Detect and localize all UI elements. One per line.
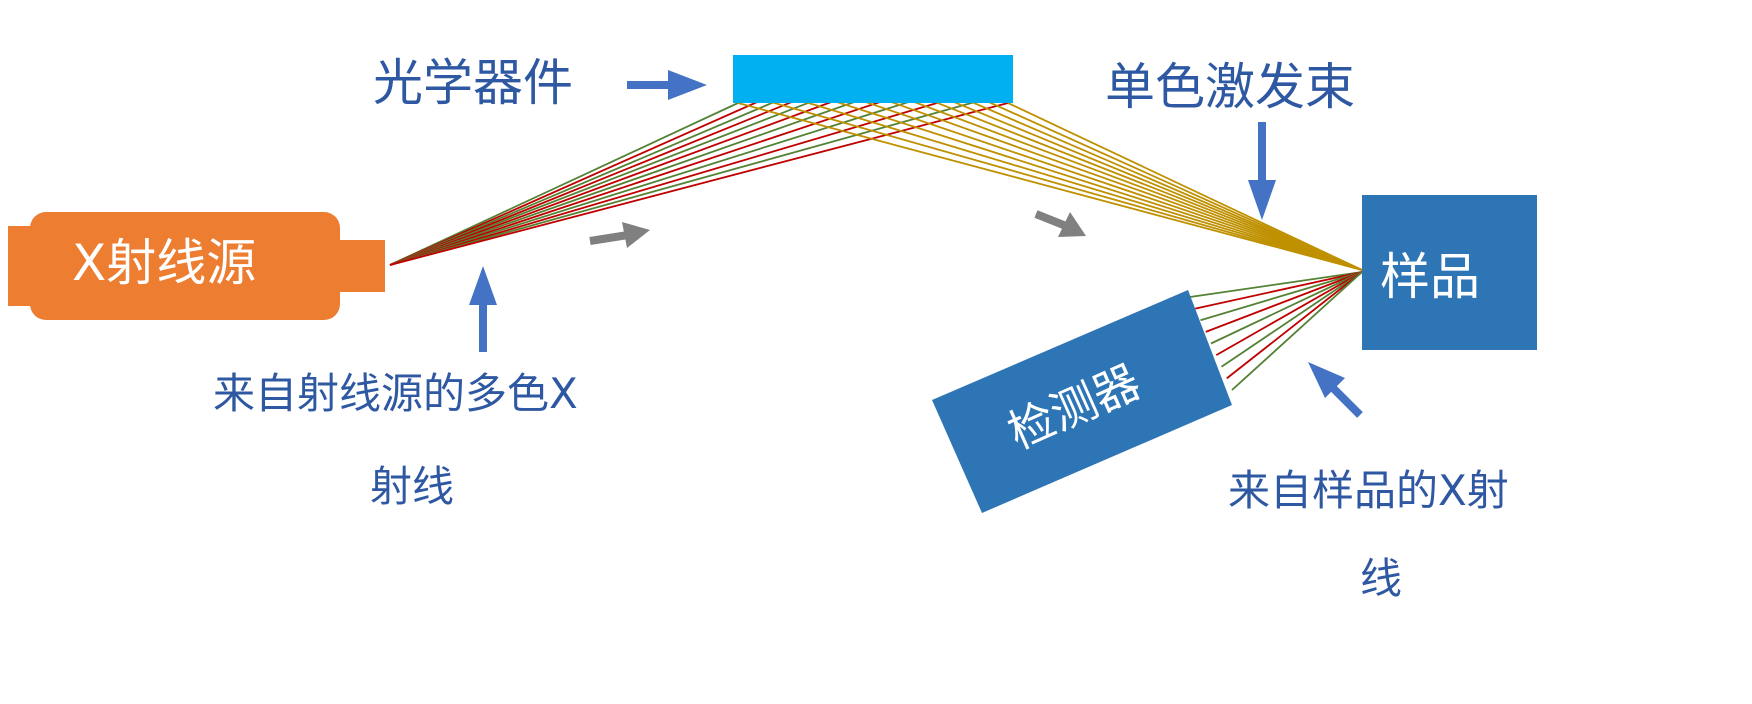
ray bbox=[389, 95, 960, 266]
ray bbox=[389, 95, 788, 266]
optics-label: 光学器件 bbox=[373, 54, 573, 112]
sample-box bbox=[1362, 195, 1537, 350]
ray bbox=[983, 98, 1363, 271]
arrow-up-poly-icon bbox=[469, 266, 497, 352]
monochromatic-rays bbox=[737, 90, 1363, 271]
ray bbox=[1007, 102, 1363, 271]
ray bbox=[835, 91, 1363, 271]
source-label: X射线源 bbox=[72, 234, 257, 292]
ray bbox=[1226, 271, 1363, 380]
sample-x-label-cont: 线 bbox=[1360, 554, 1403, 603]
ray bbox=[786, 95, 1363, 271]
ray bbox=[1189, 271, 1363, 298]
mono-beam-label: 单色激发束 bbox=[1105, 58, 1355, 116]
ray bbox=[909, 91, 1363, 271]
ray bbox=[389, 91, 911, 266]
beam-direction-arrow-icon bbox=[589, 222, 650, 248]
ray bbox=[1205, 271, 1363, 333]
ray bbox=[389, 93, 812, 266]
ray bbox=[958, 95, 1363, 271]
ray bbox=[1220, 271, 1363, 368]
ray bbox=[1200, 271, 1363, 322]
ray bbox=[389, 102, 1009, 266]
ray bbox=[1215, 271, 1363, 356]
ray bbox=[884, 90, 1363, 271]
arrow-to-optic-icon bbox=[627, 70, 707, 100]
poly-x-label: 来自射线源的多色X bbox=[213, 369, 578, 418]
ray bbox=[762, 98, 1363, 271]
arrow-down-mono-icon bbox=[1248, 122, 1276, 220]
polychromatic-rays bbox=[389, 90, 1009, 266]
ray bbox=[1195, 271, 1363, 310]
ray bbox=[934, 93, 1363, 271]
xray-source bbox=[8, 212, 385, 320]
ray bbox=[389, 91, 837, 266]
arrow-up-sample-icon bbox=[1308, 362, 1363, 418]
sample-label: 样品 bbox=[1380, 248, 1480, 306]
ray bbox=[1210, 271, 1363, 345]
ray bbox=[389, 102, 739, 266]
ray bbox=[389, 98, 763, 266]
ray bbox=[1231, 271, 1363, 391]
sample-x-label: 来自样品的X射 bbox=[1228, 466, 1509, 515]
ray bbox=[737, 102, 1363, 271]
beam-direction-arrow-icon bbox=[1034, 210, 1086, 237]
poly-x-label-cont: 射线 bbox=[370, 462, 455, 511]
detector-box bbox=[932, 290, 1232, 513]
ray bbox=[389, 93, 935, 266]
ray bbox=[811, 93, 1363, 271]
ray bbox=[860, 90, 1363, 271]
ray bbox=[389, 98, 984, 266]
ray bbox=[389, 90, 862, 266]
optic-element bbox=[733, 55, 1013, 103]
fluorescence-rays bbox=[1189, 271, 1363, 391]
